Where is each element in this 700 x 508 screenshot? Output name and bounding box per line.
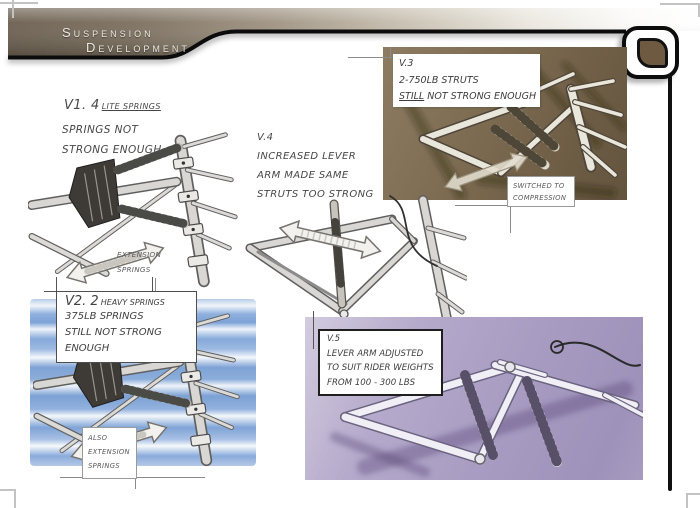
v1-caption-line2: STRONG ENOUGH	[62, 144, 162, 156]
v2-detail: HEAVY SPRINGS	[100, 298, 165, 307]
v3-version: V.3	[399, 58, 414, 69]
leader-line	[455, 205, 511, 206]
v1-heading: V1. 4 LITE SPRINGS	[64, 98, 161, 113]
v5-line1: LEVER ARM ADJUSTED	[327, 348, 424, 359]
page-right-border	[668, 74, 672, 491]
v1-springs-label: EXTENSION SPRINGS	[117, 247, 161, 277]
v3-switched-line1: SWITCHED TO	[513, 182, 565, 190]
crop-mark-top-left	[0, 2, 38, 20]
v1-detail: LITE SPRINGS	[101, 102, 161, 111]
leader-line	[313, 311, 314, 349]
crop-mark-top-right	[660, 3, 700, 17]
v3-line2: STILL NOT STRONG ENOUGH	[399, 91, 537, 102]
v2-line3: ENOUGH	[65, 343, 110, 354]
v4-caption-line1: INCREASED LEVER	[257, 151, 357, 162]
v5-line3: FROM 100 - 300 LBS	[327, 377, 416, 388]
leader-line	[510, 200, 511, 233]
leader-line	[390, 47, 391, 59]
v4-caption: V.4 INCREASED LEVER ARM MADE SAME STRUTS…	[257, 128, 374, 204]
v3-switched-label: SWITCHED TO COMPRESSION	[507, 176, 575, 207]
v1-label-line1: EXTENSION	[117, 250, 162, 259]
page-title-line1: Suspension	[62, 25, 154, 40]
v3-switched-line2: COMPRESSION	[513, 194, 567, 202]
v5-render	[330, 340, 646, 477]
corner-logo-icon	[622, 26, 679, 79]
v2-heading: V2. 2 HEAVY SPRINGS	[65, 294, 196, 309]
leader-line	[348, 57, 392, 58]
v2-line2: STILL NOT STRONG	[65, 327, 162, 338]
v1-label-line2: SPRINGS	[117, 265, 151, 274]
v5-version: V.5	[327, 334, 341, 344]
v2-also-label: ALSO EXTENSION SPRINGS	[82, 427, 137, 479]
v3-note-box: V.3 2-750LB STRUTS STILL NOT STRONG ENOU…	[393, 54, 540, 107]
v1-caption: SPRINGS NOT STRONG ENOUGH	[62, 120, 162, 160]
leader-line	[56, 277, 57, 291]
v1-caption-line1: SPRINGS NOT	[62, 124, 139, 136]
v5-line2: TO SUIT RIDER WEIGHTS	[327, 363, 434, 373]
v2-note-box: V2. 2 HEAVY SPRINGS 375LB SPRINGS STILL …	[56, 291, 197, 363]
v3-line1: 2-750LB STRUTS	[399, 74, 479, 86]
v4-sketch	[245, 195, 467, 329]
v2-label-line2: EXTENSION	[88, 448, 130, 456]
header-banner	[8, 8, 700, 63]
v4-caption-line2: ARM MADE SAME	[257, 170, 349, 181]
leader-line	[152, 277, 153, 291]
v2-label-line3: SPRINGS	[88, 462, 120, 470]
crop-mark-top-left-v	[12, 0, 16, 18]
v1-version: V1. 4	[64, 98, 100, 113]
page-title-line2: Development	[86, 40, 190, 55]
v5-note-box: V.5 LEVER ARM ADJUSTED TO SUIT RIDER WEI…	[318, 329, 443, 396]
corner-logo-inner-shape	[637, 38, 668, 68]
page-title: Suspension Development	[62, 25, 190, 55]
v4-version: V.4	[257, 132, 274, 143]
v4-caption-line3: STRUTS TOO STRONG	[257, 189, 374, 200]
extension-arrow-icon	[276, 216, 384, 263]
crop-mark-bottom-right	[686, 493, 700, 508]
v2-label-line1: ALSO	[88, 434, 108, 442]
leader-line	[155, 278, 156, 300]
crop-mark-bottom-left	[0, 489, 16, 508]
v2-version: V2. 2	[65, 294, 99, 309]
v2-line1: 375LB SPRINGS	[65, 311, 144, 322]
